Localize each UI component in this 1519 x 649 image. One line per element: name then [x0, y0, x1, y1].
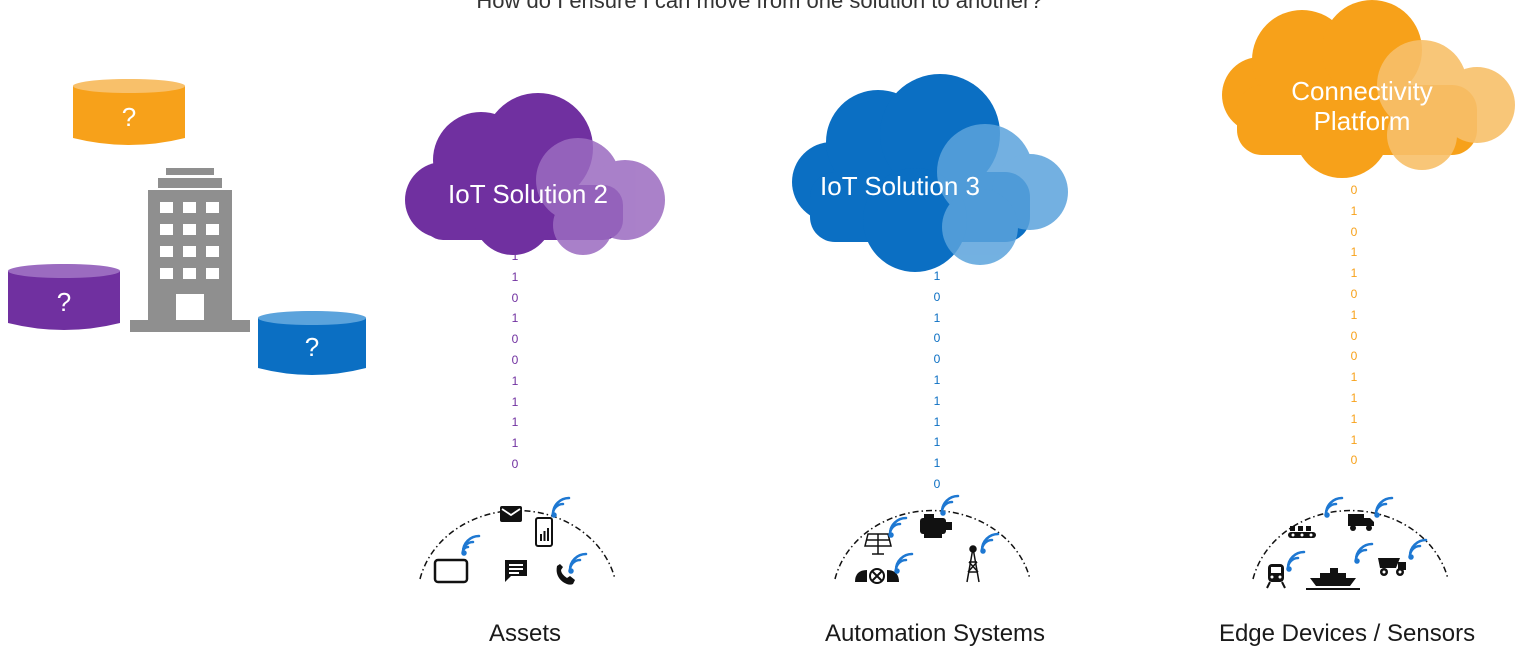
- ship-icon: [1306, 568, 1360, 590]
- wifi-icon: [1286, 550, 1306, 572]
- oil-rig-icon: [966, 545, 980, 583]
- bit: 1: [511, 311, 519, 326]
- bitstream-blue: 1 0 1 0 0 1 1 1 1 1 0: [930, 266, 944, 495]
- bit: 0: [1350, 453, 1358, 468]
- cloud-iot-solution-2: IoT Solution 2: [403, 90, 668, 265]
- bit: 1: [1350, 266, 1358, 281]
- bit: 1: [511, 415, 519, 430]
- wifi-icon: [551, 496, 571, 518]
- wifi-icon: [888, 516, 908, 538]
- database-purple-label: ?: [56, 287, 72, 317]
- edge-dome: [1252, 496, 1449, 590]
- bit: 1: [933, 414, 941, 429]
- bit: 1: [933, 269, 941, 283]
- automation-dome: [834, 494, 1031, 584]
- cloud-iot-solution-3-label: IoT Solution 3: [820, 171, 980, 201]
- wifi-icon: [894, 552, 914, 574]
- database-blue-icon: [258, 311, 366, 375]
- chat-icon: [505, 560, 527, 582]
- database-orange: ?: [73, 78, 185, 146]
- truck-icon: [1348, 514, 1374, 531]
- bit: 1: [511, 394, 519, 409]
- assets-dome: [419, 496, 616, 585]
- bit: 1: [1350, 411, 1358, 426]
- bit: 1: [1350, 370, 1358, 385]
- bit: 1: [511, 436, 519, 451]
- bit: 0: [933, 476, 941, 491]
- bitstream-purple: 1 1 0 1 0 0 1 1 1 1 0: [508, 246, 522, 475]
- motor-icon: [920, 514, 952, 538]
- solar-panel-icon: [864, 533, 892, 555]
- bit: 1: [511, 269, 519, 284]
- cloud-label-line-1: Connectivity: [1291, 76, 1433, 106]
- database-blue: ?: [258, 310, 366, 376]
- bit: 1: [511, 249, 519, 263]
- database-purple-icon: [8, 264, 120, 330]
- wifi-icon: [568, 552, 588, 574]
- cloud-iot-solution-3: IoT Solution 3: [790, 72, 1070, 277]
- wifi-icon: [1324, 496, 1344, 518]
- cloud-connectivity-platform: Connectivity Platform: [1222, 0, 1517, 185]
- bit: 1: [1350, 203, 1358, 218]
- phone-icon: [535, 517, 553, 547]
- wifi-icon: [1374, 496, 1394, 518]
- database-orange-label: ?: [121, 102, 137, 132]
- bit: 0: [511, 456, 519, 471]
- bit: 1: [1350, 245, 1358, 260]
- bit: 1: [933, 393, 941, 408]
- bit: 1: [1350, 307, 1358, 322]
- bit: 0: [511, 332, 519, 347]
- bit: 0: [1350, 224, 1358, 239]
- mail-icon: [500, 506, 522, 522]
- bit: 0: [933, 331, 941, 346]
- cloud-iot-solution-2-label: IoT Solution 2: [448, 179, 608, 209]
- page-title: How do I ensure I can move from one solu…: [476, 0, 1043, 13]
- bit: 1: [933, 435, 941, 450]
- wifi-icon: [940, 494, 960, 516]
- database-blue-label: ?: [304, 332, 320, 362]
- train-icon: [1266, 564, 1286, 589]
- group-label-edge-devices-sensors: Edge Devices / Sensors: [1218, 620, 1476, 647]
- bit: 0: [1350, 286, 1358, 301]
- group-label-assets: Assets: [488, 620, 562, 647]
- wifi-icon: [461, 534, 481, 556]
- group-label-automation-systems: Automation Systems: [824, 620, 1046, 647]
- building-icon: [130, 168, 250, 332]
- bit: 1: [933, 456, 941, 471]
- valve-icon: [855, 568, 899, 584]
- bit: 0: [511, 352, 519, 367]
- cloud-shape-orange: [1222, 0, 1515, 178]
- wifi-icon: [1354, 542, 1374, 564]
- bitstream-orange: 0 1 0 1 1 0 1 0 0 1 1 1 1 0: [1347, 180, 1361, 471]
- bit: 0: [1350, 183, 1358, 197]
- conveyor-icon: [1288, 526, 1316, 538]
- bit: 1: [511, 373, 519, 388]
- call-icon: [556, 564, 575, 585]
- cloud-shape-blue: [792, 74, 1068, 272]
- bit: 1: [1350, 390, 1358, 405]
- bit: 1: [1350, 432, 1358, 447]
- wifi-icon: [1408, 538, 1428, 560]
- wifi-icon: [980, 532, 1000, 554]
- cloud-shape-purple: [405, 93, 665, 255]
- database-purple: ?: [8, 263, 120, 331]
- bit: 0: [511, 290, 519, 305]
- tablet-icon: [433, 558, 469, 584]
- bit: 1: [933, 310, 941, 325]
- bit: 0: [1350, 328, 1358, 343]
- bit: 0: [933, 352, 941, 367]
- mining-truck-icon: [1378, 558, 1406, 576]
- bit: 1: [933, 372, 941, 387]
- bit: 0: [933, 289, 941, 304]
- cloud-connectivity-platform-label: Connectivity Platform: [1242, 76, 1482, 137]
- cloud-label-line-2: Platform: [1313, 105, 1411, 136]
- bit: 0: [1350, 349, 1358, 364]
- database-orange-icon: [73, 79, 185, 145]
